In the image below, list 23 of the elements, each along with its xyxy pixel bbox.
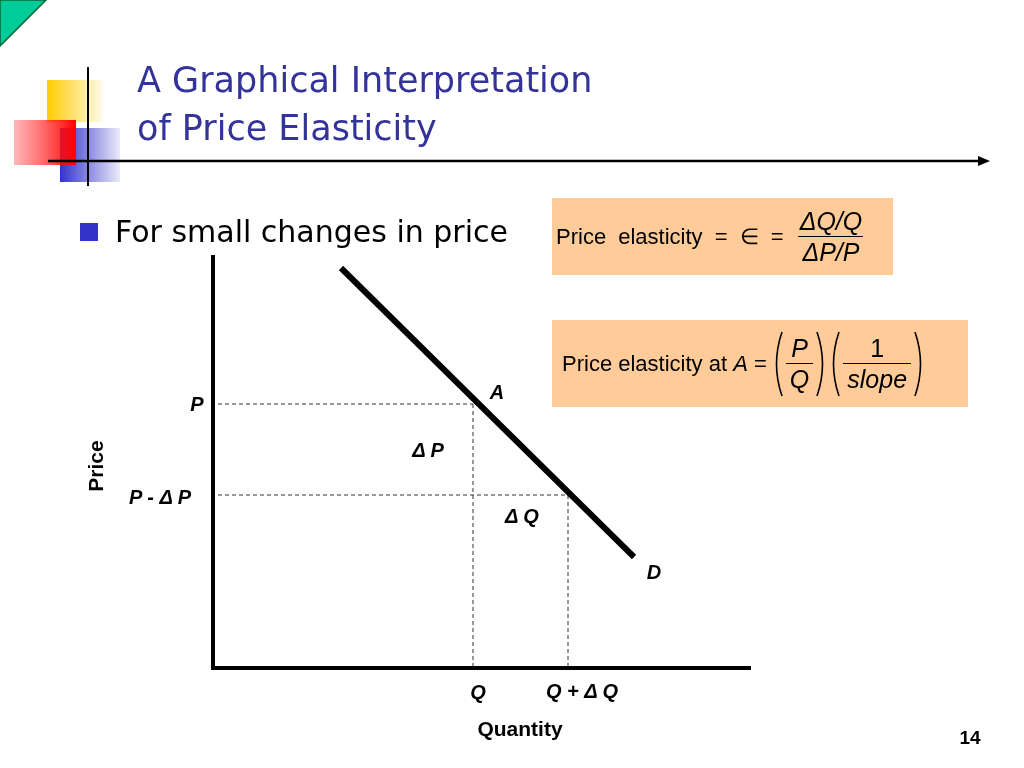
change-label: Δ Q bbox=[505, 505, 539, 527]
curve-label: D bbox=[646, 561, 662, 583]
axis-tick-label: Q bbox=[470, 681, 486, 703]
axis-tick-label: Q + Δ Q bbox=[545, 680, 619, 702]
formula-text: Price elasticity = ∈ = bbox=[556, 223, 784, 250]
fraction-numerator: 1 bbox=[869, 333, 886, 363]
fraction-denominator: Q bbox=[785, 363, 814, 394]
formula-box bbox=[552, 198, 893, 275]
slide-title: A Graphical Interpretation of Price Elasticity bbox=[137, 59, 594, 150]
axis-tick-label: P bbox=[190, 393, 204, 415]
fraction-numerator: ΔQ/Q bbox=[798, 206, 864, 236]
formula-box bbox=[552, 320, 968, 407]
bullet-text: For small changes in price bbox=[115, 214, 508, 250]
page-number: 14 bbox=[959, 727, 981, 749]
formula-text: Price elasticity at A = bbox=[562, 350, 767, 377]
axis-tick-label: P - Δ P bbox=[129, 486, 191, 508]
axis-title: Quantity bbox=[477, 717, 563, 741]
fraction-denominator: slope bbox=[843, 363, 912, 394]
point-label: A bbox=[489, 381, 505, 403]
fraction-numerator: P bbox=[790, 333, 809, 363]
change-label: Δ P bbox=[412, 439, 444, 461]
axis-title: Price bbox=[84, 440, 108, 492]
fraction-denominator: ΔP/P bbox=[798, 236, 864, 267]
